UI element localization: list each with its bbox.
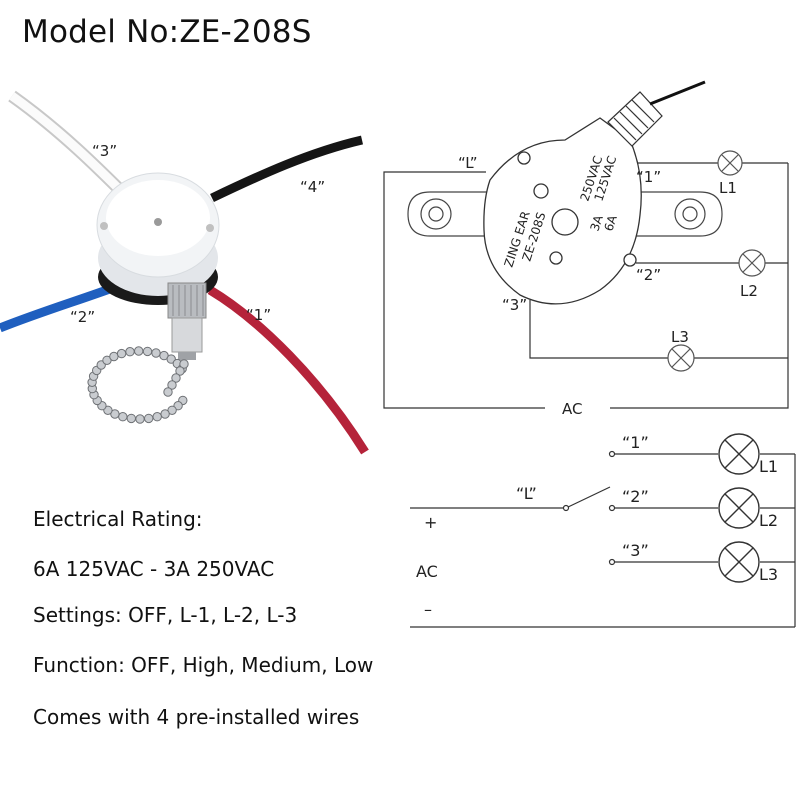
switch-housing	[483, 117, 642, 305]
photo-label-3: “3”	[92, 142, 117, 160]
schematic-contact-3	[608, 558, 616, 566]
photo-label-1: “1”	[246, 306, 271, 324]
chain-bead	[171, 373, 181, 383]
schematic-ac-label: AC	[416, 562, 438, 581]
threaded-bushing	[607, 91, 663, 147]
schematic-lamp-l3-label: L3	[759, 565, 778, 584]
schematic-switch-label: “L”	[516, 484, 537, 503]
model-title: Model No:ZE-208S	[22, 14, 312, 50]
electrical-rating-heading: Electrical Rating:	[33, 507, 203, 531]
photo-label-4: “4”	[300, 178, 325, 196]
chain-bead	[179, 359, 189, 369]
svg-text:3A: 3A	[588, 213, 606, 233]
wire-4-black	[210, 135, 364, 203]
chain-bead	[163, 387, 173, 397]
lamp-l2-icon	[738, 249, 766, 277]
schematic-lamp-l2-icon	[718, 487, 760, 529]
chain-bead	[175, 366, 185, 376]
chain-bead	[167, 380, 177, 390]
schematic-contact-2	[608, 504, 616, 512]
lamp-l1-icon	[717, 150, 743, 176]
diagram-ac-label: AC	[562, 400, 582, 418]
diagram-terminal-3: “3”	[502, 296, 527, 314]
schematic-position-3: “3”	[622, 541, 649, 560]
bead-chain	[87, 346, 189, 424]
schematic-lamp-l2-label: L2	[759, 511, 778, 530]
diagram-terminal-2: “2”	[636, 266, 661, 284]
diagram-terminal-1: “1”	[636, 168, 661, 186]
ac-loop-wire	[383, 171, 545, 409]
l3-wire	[529, 300, 668, 359]
electrical-rating-value: 6A 125VAC - 3A 250VAC	[33, 557, 275, 581]
wire-2-blue	[0, 281, 120, 333]
pre-installed-wires-text: Comes with 4 pre-installed wires	[33, 705, 360, 729]
ac-loop-wire-right	[610, 163, 789, 409]
diagram-lamp-l2-label: L2	[740, 282, 758, 300]
schematic-minus: –	[424, 600, 432, 619]
schematic-pivot	[562, 504, 570, 512]
pull-chain-nut	[167, 282, 207, 360]
diagram-lamp-l3-label: L3	[671, 328, 689, 346]
photo-label-2: “2”	[70, 308, 95, 326]
diagram-lamp-l1-label: L1	[719, 179, 737, 197]
schematic-contact-1	[608, 450, 616, 458]
diagram-terminal-l: “L”	[458, 154, 478, 172]
function-text: Function: OFF, High, Medium, Low	[33, 653, 374, 677]
switch-body	[96, 172, 220, 305]
settings-text: Settings: OFF, L-1, L-2, L-3	[33, 603, 298, 627]
schematic-position-1: “1”	[622, 433, 649, 452]
wire-1-red	[207, 286, 369, 455]
schematic-switch-blade	[565, 486, 611, 509]
schematic-plus: +	[424, 513, 437, 532]
schematic-lamp-l1-label: L1	[759, 457, 778, 476]
schematic-lamp-l3-icon	[718, 541, 760, 583]
lamp-l3-icon	[667, 344, 695, 372]
schematic-position-2: “2”	[622, 487, 649, 506]
pull-chain-cord	[649, 80, 706, 106]
svg-text:6A: 6A	[602, 213, 620, 233]
schematic-lamp-l1-icon	[718, 433, 760, 475]
